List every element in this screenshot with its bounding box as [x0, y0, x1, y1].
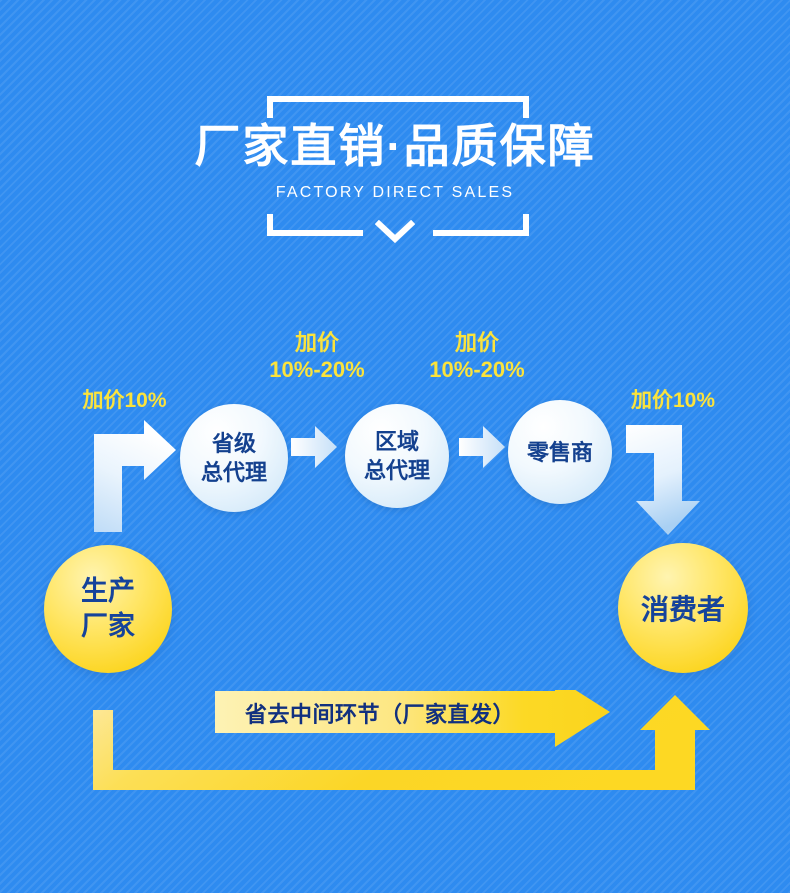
node-line-2: 总代理	[363, 458, 430, 483]
arrow-right-banner-icon	[215, 690, 610, 747]
markup-line-2: 10%-20%	[269, 357, 365, 382]
markup-line-1: 加价	[454, 330, 499, 355]
arrow-right-icon	[291, 426, 337, 468]
consumer-label: 消费者	[640, 594, 725, 625]
arrow-right-icon	[459, 426, 505, 468]
markup-label-provincial-to-regional: 加价 10%-20%	[252, 329, 382, 383]
node-line-1: 零售商	[526, 439, 593, 465]
markup-label-regional-to-retailer: 加价 10%-20%	[412, 329, 542, 383]
markup-label-producer-to-provincial: 加价10%	[82, 389, 167, 412]
markup-line-2: 10%-20%	[429, 357, 525, 382]
u-path-arrow-up-icon	[93, 695, 710, 790]
producer-circle[interactable]: 生产 厂家	[44, 545, 172, 673]
page-title: 厂家直销·品质保障	[194, 120, 596, 172]
bracket-bottom-left-frame	[267, 214, 363, 236]
node-line-2: 总代理	[200, 460, 267, 485]
page-subtitle: FACTORY DIRECT SALES	[275, 184, 515, 201]
node-line-1: 省级	[211, 431, 256, 456]
bracket-bottom-right-frame	[433, 214, 529, 236]
chain-node-regional-agent[interactable]: 区域 总代理	[345, 404, 449, 508]
producer-line-1: 生产	[81, 576, 135, 606]
elbow-arrow-right-down-icon	[626, 425, 700, 535]
direct-supply-path	[93, 690, 710, 790]
elbow-arrow-up-right-icon	[94, 420, 176, 532]
chevron-down-icon	[375, 220, 415, 244]
chain-node-retailer[interactable]: 零售商	[508, 400, 612, 504]
producer-line-2: 厂家	[81, 611, 135, 641]
header-block: 厂家直销·品质保障 FACTORY DIRECT SALES	[0, 96, 790, 246]
markup-line-1: 加价	[294, 330, 339, 355]
consumer-circle[interactable]: 消费者	[618, 543, 748, 673]
markup-label-retailer-to-consumer: 加价10%	[630, 389, 716, 412]
node-line-1: 区域	[374, 429, 419, 454]
chain-node-provincial-agent[interactable]: 省级 总代理	[180, 404, 288, 512]
bracket-top-frame	[267, 96, 529, 118]
